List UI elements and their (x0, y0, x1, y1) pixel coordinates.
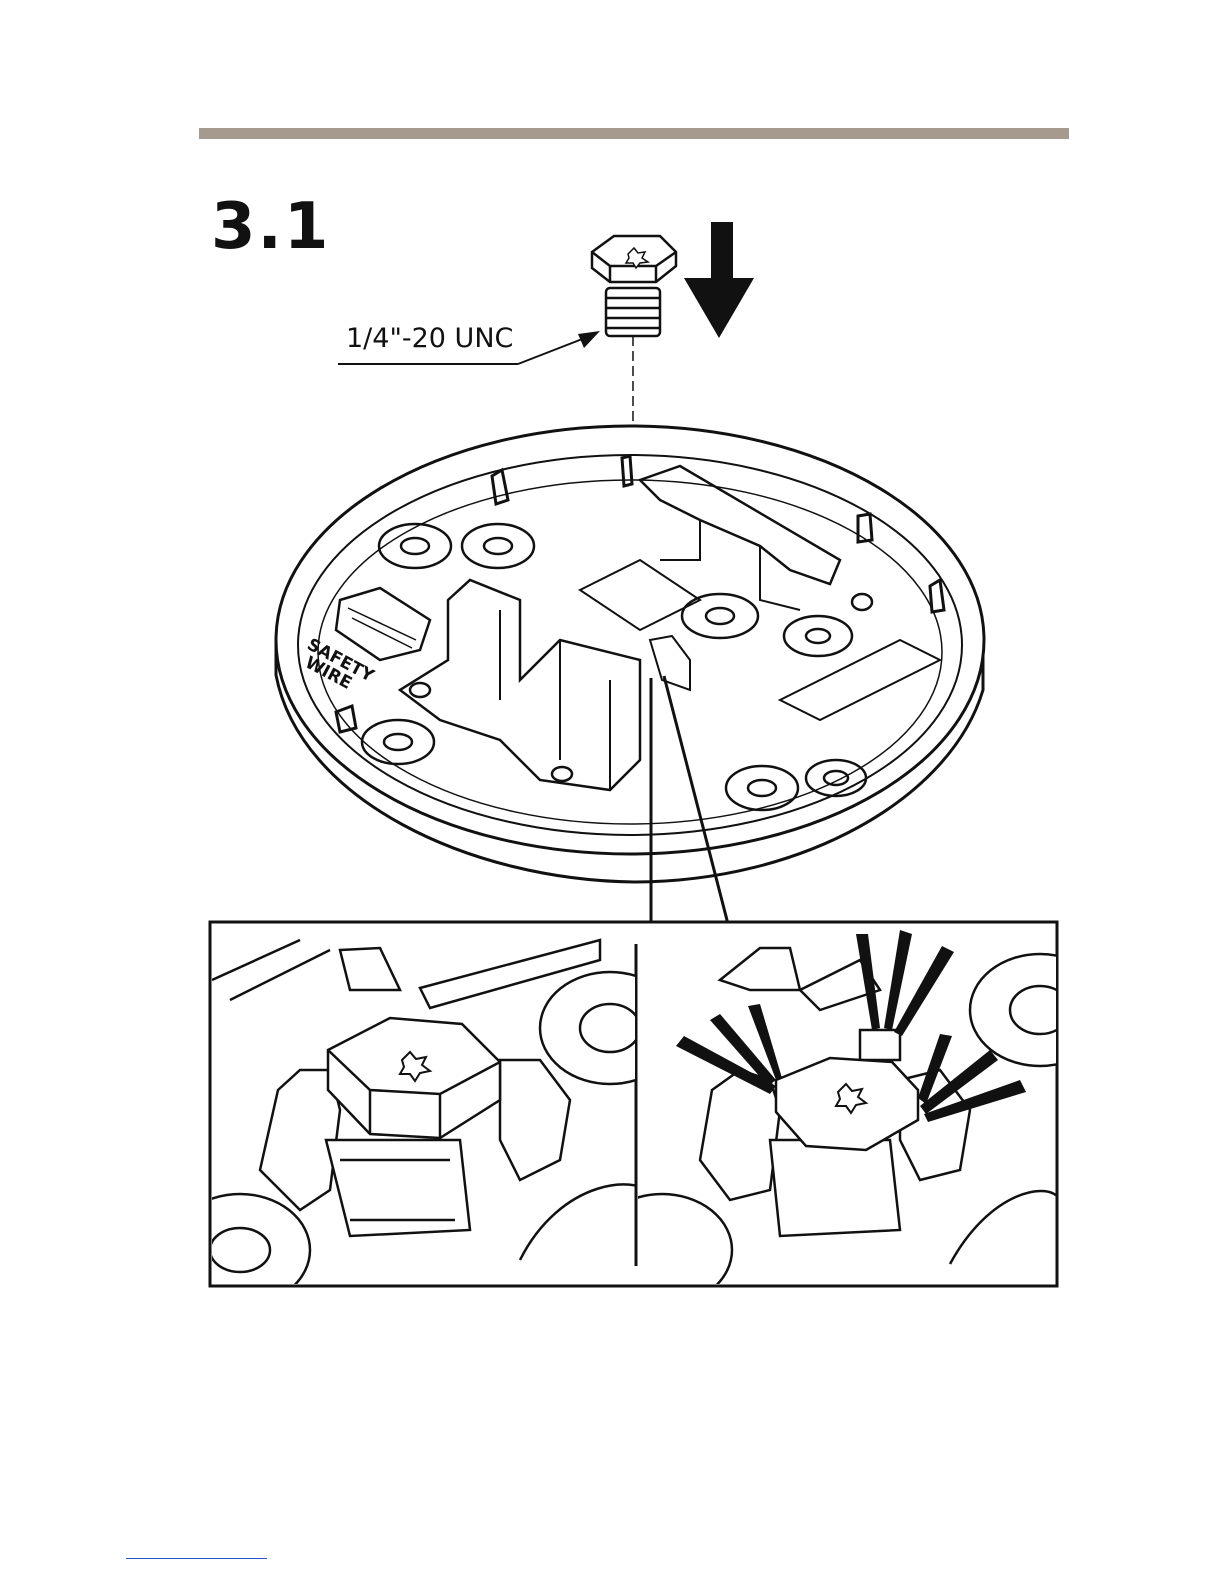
mounting-base (276, 426, 984, 882)
down-arrow-icon (684, 222, 754, 338)
footer-link-underline (126, 1558, 267, 1559)
label-leader-arrow (338, 331, 600, 364)
hex-torx-screw-icon (592, 236, 676, 336)
